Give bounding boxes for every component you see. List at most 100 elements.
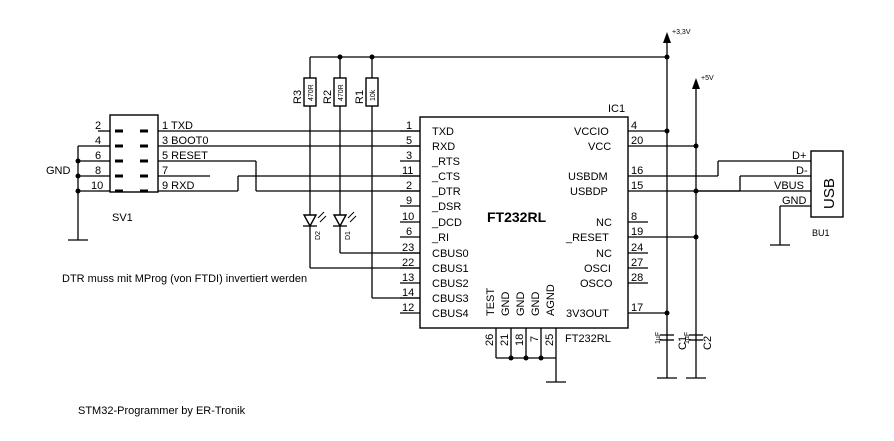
svg-text:11: 11 [402,165,413,177]
svg-text:CBUS3: CBUS3 [432,293,469,305]
d2-ref: D2 [315,231,322,240]
sv1-nets [210,130,420,192]
supply-5v: +5V [692,75,714,378]
usb-label: USB [821,178,838,209]
svg-text:14: 14 [402,287,414,299]
ic1-name: FT232RL [487,209,547,225]
ic1-part: FT232RL [565,333,611,345]
r1-ref: R1 [354,90,366,104]
svg-text:AGND: AGND [545,284,557,316]
sv1-ref: SV1 [112,212,133,224]
svg-text:_RESET: _RESET [565,232,609,244]
resistor-r3: 470R R3 [292,57,317,215]
svg-text:16: 16 [631,165,643,177]
svg-text:6: 6 [406,226,412,238]
sv1-pin-8: 8 [95,165,101,177]
svg-text:13: 13 [402,272,414,284]
sv1-pin-9: 9 RXD [162,180,194,192]
svg-text:23: 23 [402,242,414,254]
svg-text:USBDP: USBDP [570,186,608,198]
svg-text:2: 2 [406,180,412,192]
r3-value: 470R [308,84,315,101]
sv1-header: 2 4 6 8 10 1 TXD 3 BOOT0 5 RESET 7 9 RXD… [46,114,210,241]
svg-text:1µF: 1µF [655,332,662,344]
svg-text:CBUS2: CBUS2 [432,278,469,290]
svg-text:C1: C1 [677,336,689,350]
svg-text:OSCI: OSCI [584,263,611,275]
svg-text:_RTS: _RTS [431,156,460,168]
resistor-r2: 470R R2 [322,57,347,215]
svg-text:1µF: 1µF [684,332,691,344]
sv1-pin-2: 2 [95,120,101,132]
usb-ref: BU1 [812,228,830,238]
svg-text:20: 20 [631,135,643,147]
sv1-pin-4: 4 [95,135,101,147]
svg-text:3: 3 [406,150,412,162]
svg-text:RXD: RXD [432,141,455,153]
svg-text:_DTR: _DTR [431,186,461,198]
svg-text:4: 4 [631,120,637,132]
svg-text:9: 9 [406,195,412,207]
svg-text:GND: GND [515,292,527,317]
svg-text:21: 21 [499,334,511,346]
svg-text:26: 26 [484,334,496,346]
svg-text:OSCO: OSCO [580,278,613,290]
ic1-bottom-pins: TEST GND GND GND AGND 26 21 18 7 25 [484,284,566,383]
d1-ref: D1 [345,231,352,240]
note-dtr: DTR muss mit MProg (von FTDI) invertiert… [62,273,307,285]
svg-text:19: 19 [631,226,643,238]
svg-text:_CTS: _CTS [431,171,460,183]
svg-text:27: 27 [631,257,643,269]
sv1-pin-10: 10 [91,180,103,192]
svg-text:NC: NC [596,248,612,260]
svg-text:15: 15 [631,180,643,192]
svg-text:VCCIO: VCCIO [574,126,609,138]
ic1-ref: IC1 [608,103,625,115]
sv1-pin-6: 6 [95,150,101,162]
svg-text:5: 5 [406,135,412,147]
capacitor-c2: 1µF C2 [684,332,714,379]
svg-text:22: 22 [402,257,414,269]
svg-text:_DCD: _DCD [431,217,462,229]
svg-text:NC: NC [596,217,612,229]
supply-5v-label: +5V [701,75,714,82]
svg-text:_RI: _RI [431,232,449,244]
svg-text:VCC: VCC [588,141,611,153]
usb-connector: USB D+ D- VBUS GND BU1 [693,150,844,246]
sv1-pin-7: 7 [162,165,168,177]
footer-title: STM32-Programmer by ER-Tronik [78,405,246,417]
svg-text:10: 10 [402,211,414,223]
svg-text:D+: D+ [792,150,806,162]
svg-text:GND: GND [500,292,512,317]
svg-text:28: 28 [631,272,643,284]
svg-text:17: 17 [631,302,643,314]
svg-text:CBUS1: CBUS1 [432,263,469,275]
svg-text:VBUS: VBUS [774,180,804,192]
svg-text:D-: D- [796,165,808,177]
svg-text:GND: GND [530,292,542,317]
sv1-pin-1: 1 TXD [162,120,193,132]
svg-text:24: 24 [631,242,643,254]
svg-text:3V3OUT: 3V3OUT [566,308,609,320]
svg-text:_DSR: _DSR [431,201,461,213]
svg-text:18: 18 [514,334,526,346]
supply-3v3: +3,3V [310,29,691,378]
r3-ref: R3 [292,90,304,104]
svg-text:7: 7 [529,336,541,342]
supply-3v3-label: +3,3V [672,29,691,36]
svg-text:TEST: TEST [485,288,497,316]
capacitor-c1: 1µF C1 [655,332,689,379]
svg-text:TXD: TXD [432,126,454,138]
svg-text:C2: C2 [702,336,714,350]
svg-text:12: 12 [402,302,414,314]
svg-text:CBUS4: CBUS4 [432,308,469,320]
r2-ref: R2 [322,90,334,104]
svg-text:1: 1 [406,120,412,132]
sv1-pin-5: 5 RESET [162,150,208,162]
r1-value: 10k [370,89,377,101]
svg-text:8: 8 [631,211,637,223]
sv1-pin-3: 3 BOOT0 [162,135,208,147]
